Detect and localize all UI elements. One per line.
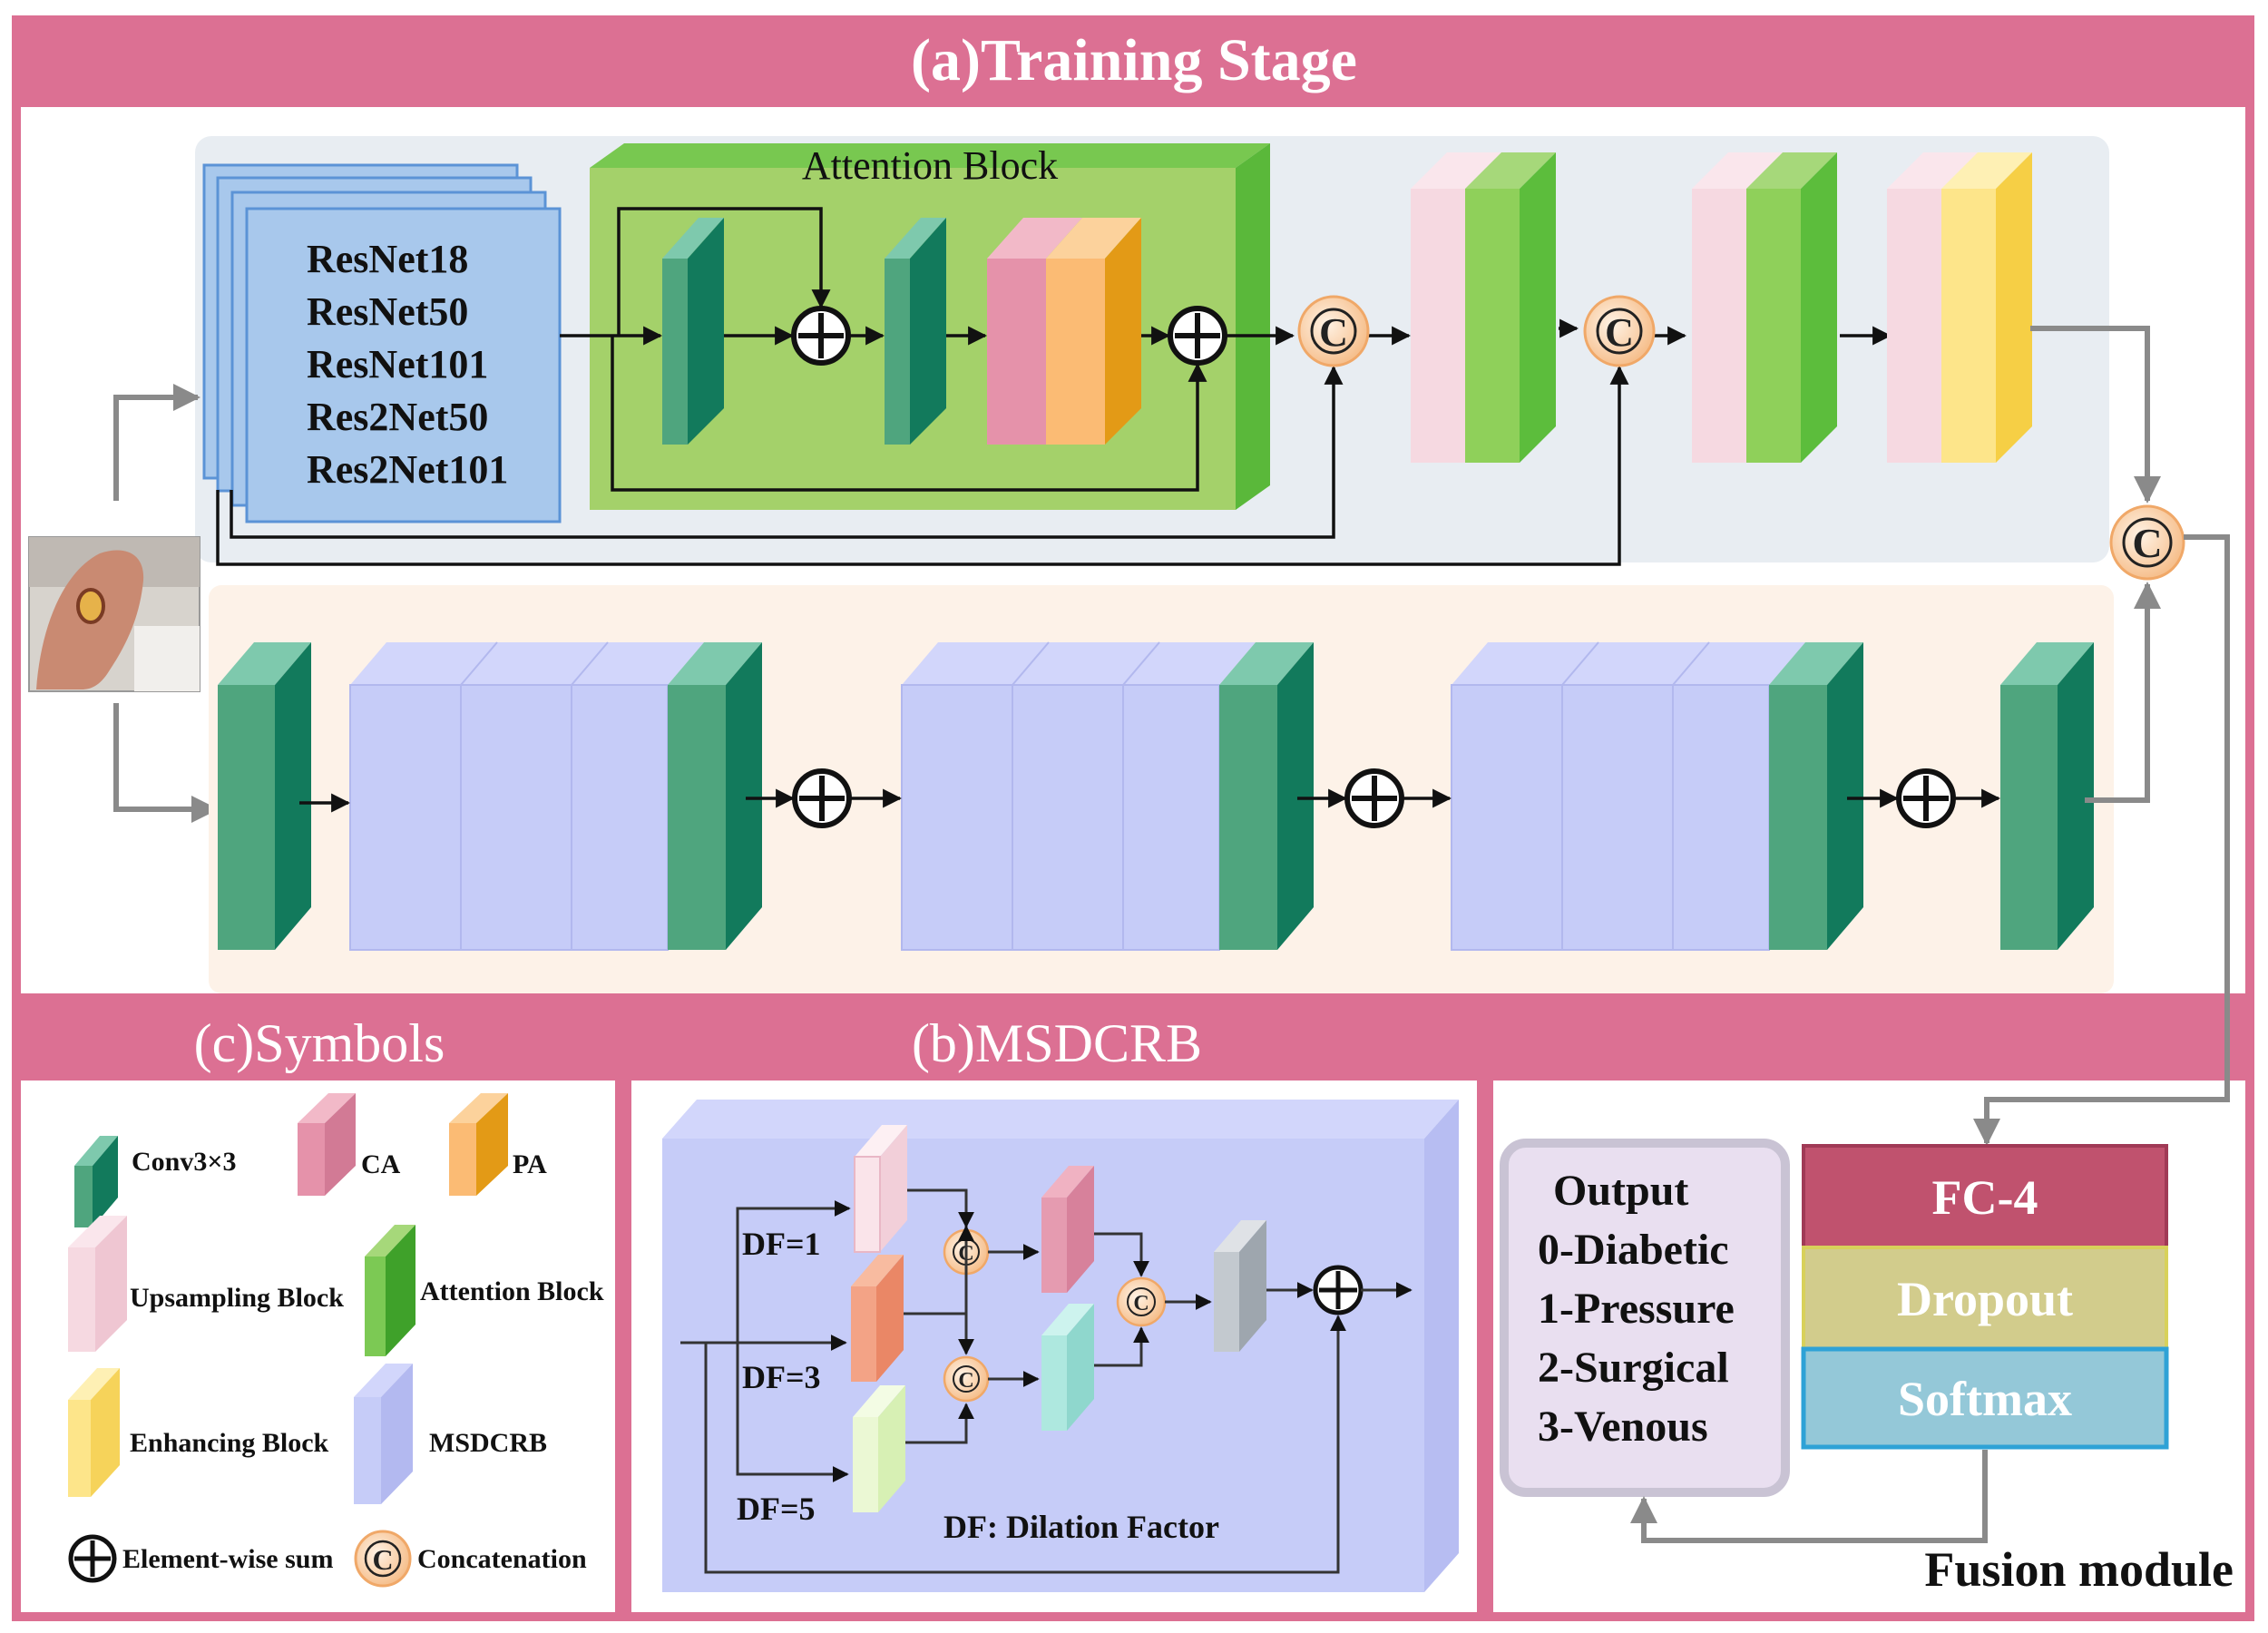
concat-1-label: C bbox=[1319, 310, 1348, 355]
upsampling-attention-pair-2 bbox=[1692, 152, 1837, 463]
backbone-res2net50: Res2Net50 bbox=[307, 395, 488, 439]
msdcrb-conv-dil3 bbox=[851, 1255, 904, 1382]
backbone-res2net101: Res2Net101 bbox=[307, 447, 508, 492]
output-class-0: 0-Diabetic bbox=[1538, 1226, 1729, 1274]
softmax-label: Softmax bbox=[1898, 1372, 2072, 1426]
legend-ca-label: CA bbox=[361, 1149, 401, 1179]
legend-upsampling-swatch bbox=[68, 1216, 127, 1352]
lower-sum-3 bbox=[1896, 768, 1956, 828]
msdcrb-conv-dil5 bbox=[853, 1385, 905, 1512]
output-class-1: 1-Pressure bbox=[1538, 1285, 1735, 1333]
divider-left bbox=[615, 993, 631, 1617]
upsampling-attention-pair-1 bbox=[1411, 152, 1556, 463]
output-class-2: 2-Surgical bbox=[1538, 1344, 1729, 1392]
msdcrb-note-label: DF: Dilation Factor bbox=[943, 1509, 1219, 1545]
fusion-gray-links bbox=[1973, 326, 2230, 1146]
msdcrb-concat-b-label: C bbox=[958, 1369, 973, 1393]
msdcrb-group-1 bbox=[349, 641, 762, 951]
lower-connectors bbox=[299, 788, 2001, 813]
attention-conv-1 bbox=[662, 218, 724, 445]
lower-conv-input bbox=[218, 642, 311, 950]
msdcrb-sum bbox=[1313, 1265, 1364, 1315]
concat-2-label: C bbox=[1605, 310, 1634, 355]
backbone-resnet101: ResNet101 bbox=[307, 342, 488, 386]
legend-sum-label: Element-wise sum bbox=[122, 1544, 333, 1574]
legend-msdcrb-label: MSDCRB bbox=[429, 1428, 547, 1458]
legend-enhancing-swatch bbox=[68, 1368, 120, 1497]
legend-pa-label: PA bbox=[513, 1149, 547, 1179]
msdcrb-connectors bbox=[680, 1188, 1413, 1574]
backbone-stack bbox=[202, 163, 562, 523]
msdcrb-ca-layer bbox=[1041, 1166, 1094, 1293]
lower-sum-2 bbox=[1344, 768, 1404, 828]
legend-conv-swatch bbox=[74, 1136, 118, 1227]
msdcrb-concat-c-label: C bbox=[1133, 1292, 1149, 1315]
dropout-layer bbox=[1802, 1246, 2168, 1351]
softmax-layer bbox=[1801, 1346, 2169, 1450]
divider-right bbox=[1477, 993, 1493, 1617]
concat-1: C bbox=[1297, 295, 1370, 367]
bottom-header-bar bbox=[16, 993, 2250, 1081]
output-class-3: 3-Venous bbox=[1538, 1403, 1708, 1451]
msdcrb-up-dil1 bbox=[854, 1125, 907, 1253]
input-arrows bbox=[113, 384, 219, 823]
training-header-bar bbox=[16, 20, 2250, 107]
upsampling-enhancing-pair bbox=[1887, 152, 2032, 463]
legend-attention-swatch bbox=[365, 1225, 415, 1356]
msdcrb-df1-label: DF=1 bbox=[742, 1226, 821, 1262]
legend-enhancing-label: Enhancing Block bbox=[130, 1428, 329, 1458]
msdcrb-cyan-layer bbox=[1041, 1304, 1094, 1431]
foot-wound-image bbox=[28, 536, 200, 692]
softmax-to-output-arrow bbox=[1630, 1450, 1988, 1543]
legend-msdcrb-swatch bbox=[354, 1364, 413, 1504]
legend-ca-swatch bbox=[298, 1093, 356, 1196]
fc4-layer bbox=[1802, 1144, 2168, 1249]
training-stage-title: (a)Training Stage bbox=[911, 27, 1357, 93]
output-box bbox=[1500, 1139, 1790, 1497]
msdcrb-concat-c: C bbox=[1116, 1276, 1167, 1327]
legend-upsampling-label: Upsampling Block bbox=[130, 1283, 344, 1313]
legend-concat-label: Concatenation bbox=[417, 1544, 587, 1574]
attention-conv-2 bbox=[885, 218, 946, 445]
legend-conv-label: Conv3×3 bbox=[132, 1147, 236, 1177]
backbone-resnet50: ResNet50 bbox=[307, 289, 468, 334]
concat-fusion: C bbox=[2109, 504, 2185, 581]
fusion-module-title: Fusion module bbox=[1924, 1542, 2234, 1597]
msdcrb-df3-label: DF=3 bbox=[742, 1359, 821, 1395]
attention-ca-block bbox=[987, 218, 1082, 445]
msdcrb-group-2 bbox=[901, 641, 1314, 951]
output-title: Output bbox=[1553, 1167, 1688, 1215]
attention-sum-2 bbox=[1168, 306, 1227, 366]
attention-sum-1 bbox=[791, 306, 851, 366]
concat-fusion-label: C bbox=[2132, 520, 2162, 566]
lower-sum-1 bbox=[792, 768, 852, 828]
msdcrb-concat-b: C bbox=[943, 1355, 990, 1403]
legend-sum-icon bbox=[68, 1534, 117, 1583]
dropout-label: Dropout bbox=[1897, 1272, 2073, 1326]
fc4-label: FC-4 bbox=[1932, 1170, 2038, 1225]
msdcrb-title: (b)MSDCRB bbox=[912, 1013, 1202, 1073]
concat-2: C bbox=[1583, 295, 1656, 367]
backbone-resnet18: ResNet18 bbox=[307, 237, 468, 281]
attention-block-title: Attention Block bbox=[802, 143, 1058, 188]
symbols-title: (c)Symbols bbox=[194, 1013, 445, 1073]
legend-attention-label: Attention Block bbox=[420, 1276, 604, 1306]
msdcrb-gray-layer bbox=[1214, 1220, 1266, 1352]
legend-concat-icon: C bbox=[354, 1530, 412, 1588]
attention-connectors bbox=[216, 207, 1892, 566]
msdcrb-df5-label: DF=5 bbox=[737, 1491, 816, 1527]
attention-pa-block bbox=[1046, 218, 1141, 445]
msdcrb-group-3 bbox=[1451, 641, 1863, 951]
legend-pa-swatch bbox=[449, 1093, 508, 1196]
legend-concat-symbol: C bbox=[372, 1543, 393, 1576]
lower-conv-output bbox=[2000, 642, 2094, 950]
